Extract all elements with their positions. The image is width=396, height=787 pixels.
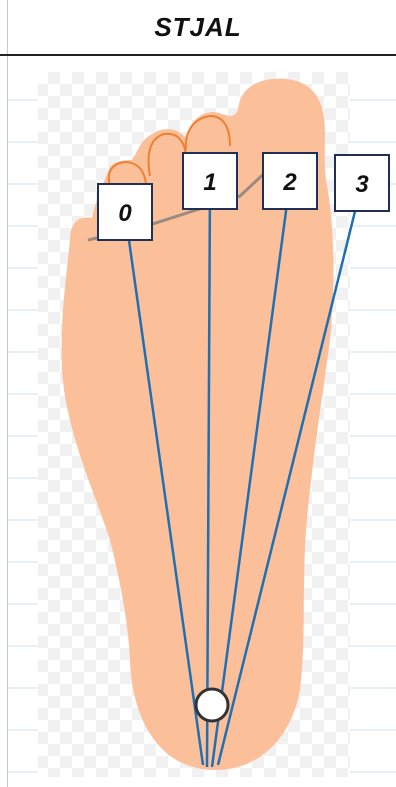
ray-labels: 0 1 2 3 xyxy=(97,152,390,241)
sheet-title: STJAL xyxy=(154,12,242,42)
ray-line-2 xyxy=(210,180,292,768)
heel-center-marker xyxy=(194,687,230,723)
ray-label-0: 0 xyxy=(118,200,132,227)
ray-line-1 xyxy=(205,180,212,768)
ray-label-1: 1 xyxy=(203,169,216,196)
ray-label-box-0 xyxy=(97,183,153,241)
toe-outline-3 xyxy=(147,132,187,177)
ray-line-3 xyxy=(216,182,364,766)
ray-lines xyxy=(123,180,364,768)
ray-label-box-3 xyxy=(334,154,390,212)
sheet-left-rule xyxy=(7,0,8,787)
sheet-header: STJAL xyxy=(0,0,396,56)
toe-outline-4 xyxy=(107,160,147,187)
ray-label-2: 2 xyxy=(282,169,297,196)
toe-outline-2 xyxy=(184,114,231,151)
ray-label-3: 3 xyxy=(355,171,369,198)
ray-line-0 xyxy=(123,211,205,766)
ray-label-box-2 xyxy=(262,152,318,210)
ray-label-box-1 xyxy=(182,152,238,210)
